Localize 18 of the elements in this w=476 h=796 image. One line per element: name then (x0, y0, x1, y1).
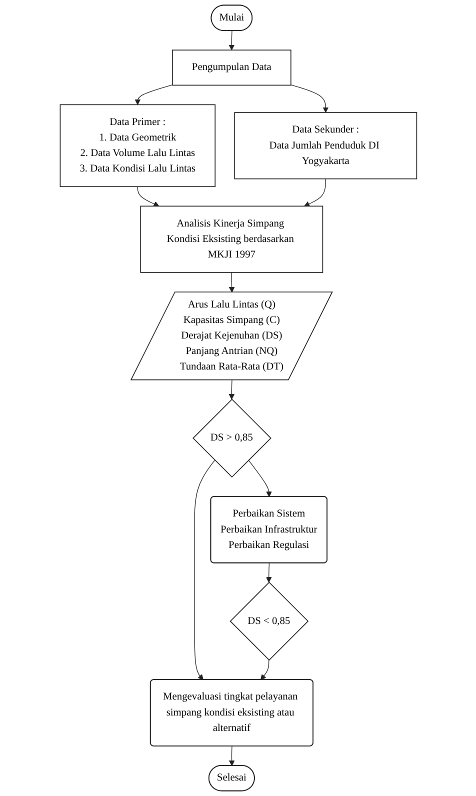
node-box: Pengumpulan Data (172, 50, 291, 86)
arrow (228, 380, 234, 400)
arrow (248, 460, 272, 498)
arrow (228, 30, 234, 50)
node-diamond: DS < 0,85 (229, 582, 308, 661)
arrow (260, 660, 269, 680)
node-box: Analisis Kinerja Simpang Kondisi Eksisting berdasarkan MKJI 1997 (140, 206, 323, 273)
node-box: Data Sekunder : Data Jumlah Penduduk DI Yogyakarta (234, 112, 417, 180)
node-box: Data Primer : 1. Data Geometrik 2. Data Volume Lalu Lintas 3. Data Kondisi Lalu Lintas (59, 104, 216, 188)
arrow (134, 84, 172, 105)
arrow (266, 562, 272, 583)
arrow (290, 84, 328, 113)
arrow (228, 746, 234, 766)
arrow (304, 178, 326, 207)
node-diamond: DS > 0,85 (192, 398, 271, 478)
arrow (228, 272, 234, 293)
arrow (194, 460, 215, 680)
arrow (136, 186, 159, 207)
